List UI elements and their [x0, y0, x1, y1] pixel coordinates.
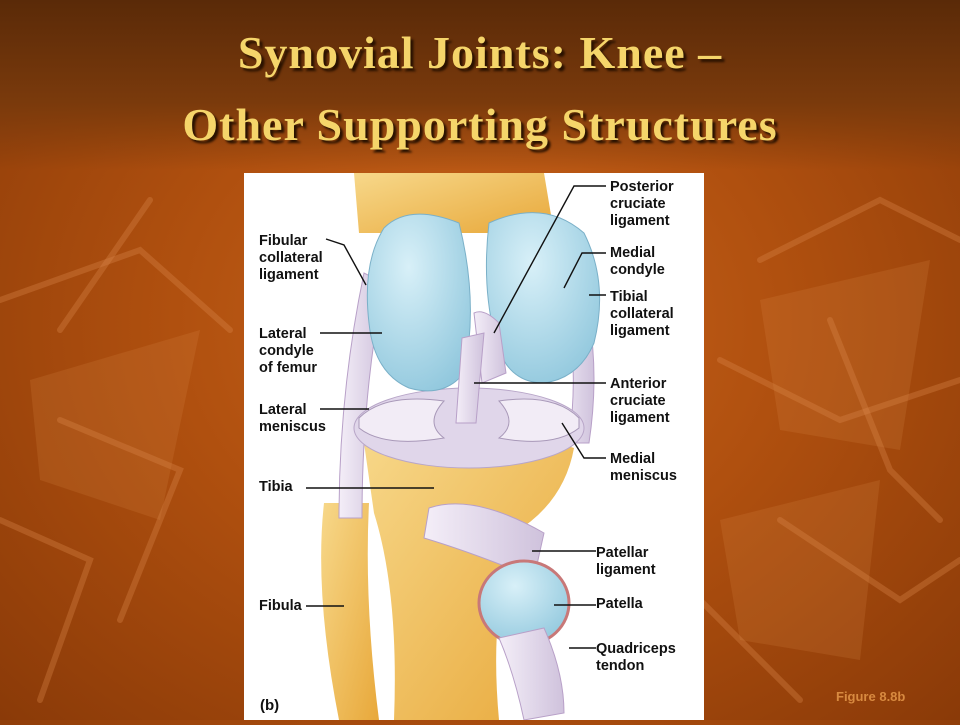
- label-quadriceps-tendon: Quadriceps tendon: [596, 641, 676, 674]
- label-fibula: Fibula: [259, 598, 302, 614]
- slide-title-line-2: Other Supporting Structures: [182, 99, 778, 150]
- label-medial-meniscus: Medial meniscus: [610, 451, 677, 484]
- label-tibial-collateral-ligament: Tibial collateral ligament: [610, 289, 674, 339]
- label-anterior-cruciate-ligament: Anterior cruciate ligament: [610, 376, 670, 426]
- title-band: [0, 0, 960, 170]
- label-patella: Patella: [596, 596, 643, 612]
- posterior-cruciate-shape: [473, 311, 507, 384]
- label-posterior-cruciate-ligament: Posterior cruciate ligament: [610, 179, 674, 229]
- fibula-bone: [321, 503, 379, 720]
- label-lateral-condyle-of-femur: Lateral condyle of femur: [259, 326, 317, 376]
- medial-meniscus-shape: [497, 398, 580, 442]
- anterior-cruciate-shape: [455, 332, 485, 424]
- label-medial-condyle: Medial condyle: [610, 245, 665, 278]
- knee-diagram-panel: Fibular collateral ligament Lateral cond…: [244, 173, 704, 721]
- slide-title-line-1: Synovial Joints: Knee –: [237, 27, 723, 78]
- label-patellar-ligament: Patellar ligament: [596, 545, 656, 578]
- patellar-ligament-shape: [423, 503, 545, 579]
- lateral-condyle-shape: [366, 213, 471, 392]
- label-fibular-collateral-ligament: Fibular collateral ligament: [259, 233, 323, 283]
- figure-reference: Figure 8.8b: [836, 689, 906, 704]
- label-lateral-meniscus: Lateral meniscus: [259, 402, 326, 435]
- tibia-bone: [364, 429, 574, 720]
- panel-tag: (b): [260, 697, 280, 714]
- label-tibia: Tibia: [259, 479, 293, 495]
- knee-illustration: [306, 173, 606, 721]
- quadriceps-tendon-shape: [498, 627, 565, 721]
- lateral-meniscus-shape: [358, 398, 446, 442]
